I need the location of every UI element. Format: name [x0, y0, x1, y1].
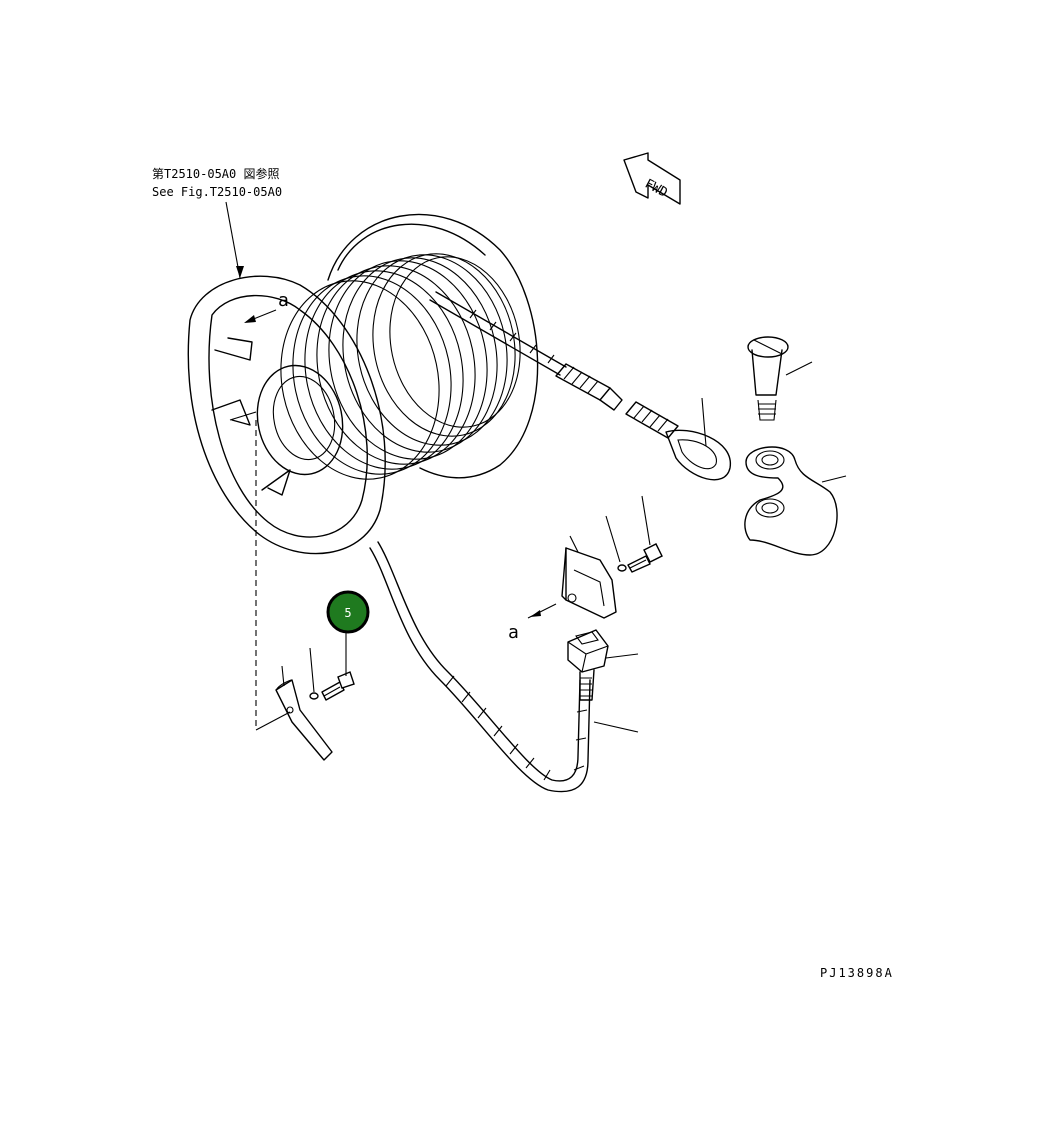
reference-leader-arrowhead: [236, 266, 244, 278]
clamp-bracket: [561, 495, 663, 619]
reference-leader: [225, 201, 241, 279]
shackle: [744, 446, 847, 556]
switch-cable: [369, 541, 639, 793]
callout-5-number: 5: [344, 606, 351, 620]
callout-5[interactable]: 5: [326, 590, 370, 634]
reference-jp: 第T2510-05A0 図参照: [152, 166, 279, 181]
shackle-pin: [747, 336, 813, 421]
fwd-arrow-icon: FWD: [623, 152, 681, 205]
cable-guide-clip: [255, 632, 355, 761]
reference-en: See Fig.T2510-05A0: [152, 185, 282, 199]
section-mark-a-top: a: [278, 290, 289, 311]
section-mark-a-bottom: a: [508, 622, 519, 643]
winch-drum: [187, 213, 539, 730]
figure-code: PJ13898A: [820, 966, 894, 980]
wire-rope: [429, 291, 731, 481]
